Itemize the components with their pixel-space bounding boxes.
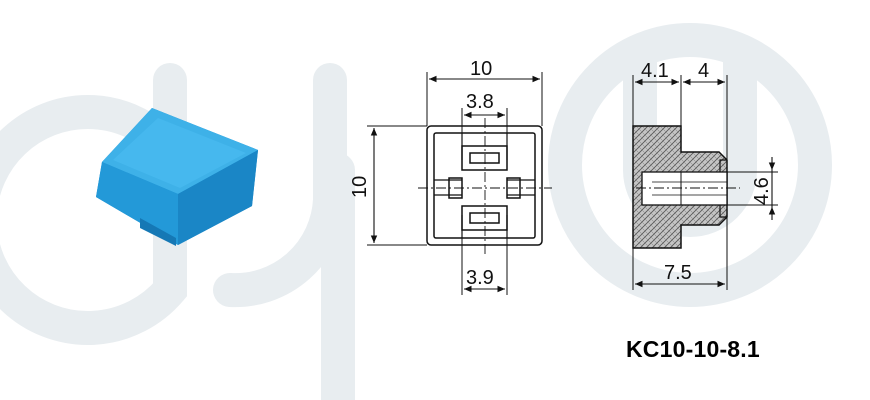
part-code-label: KC10-10-8.1: [626, 336, 760, 362]
top-slot: [461, 145, 508, 171]
front-width-dimension: 10: [470, 58, 492, 80]
bottom-slot: [461, 205, 508, 231]
front-dimension-lines: [370, 75, 540, 293]
side-section-view: [632, 75, 778, 290]
front-height-dimension: 10: [349, 176, 371, 198]
bottom-slot-dimension: 3.9: [466, 267, 494, 289]
stem-dimension: 4: [698, 60, 709, 82]
total-length-dimension: 7.5: [664, 262, 692, 284]
front-outer-body: [426, 125, 543, 246]
hole-dimension: 4.6: [751, 177, 773, 205]
top-slot-dimension: 3.8: [466, 91, 494, 113]
stem-bore: [641, 171, 728, 206]
front-view: [367, 72, 552, 295]
flange-dimension: 4.1: [641, 60, 669, 82]
blue-keycap-render: [96, 108, 258, 246]
front-inner-body: [433, 132, 536, 239]
side-dimension-lines: [635, 78, 776, 288]
